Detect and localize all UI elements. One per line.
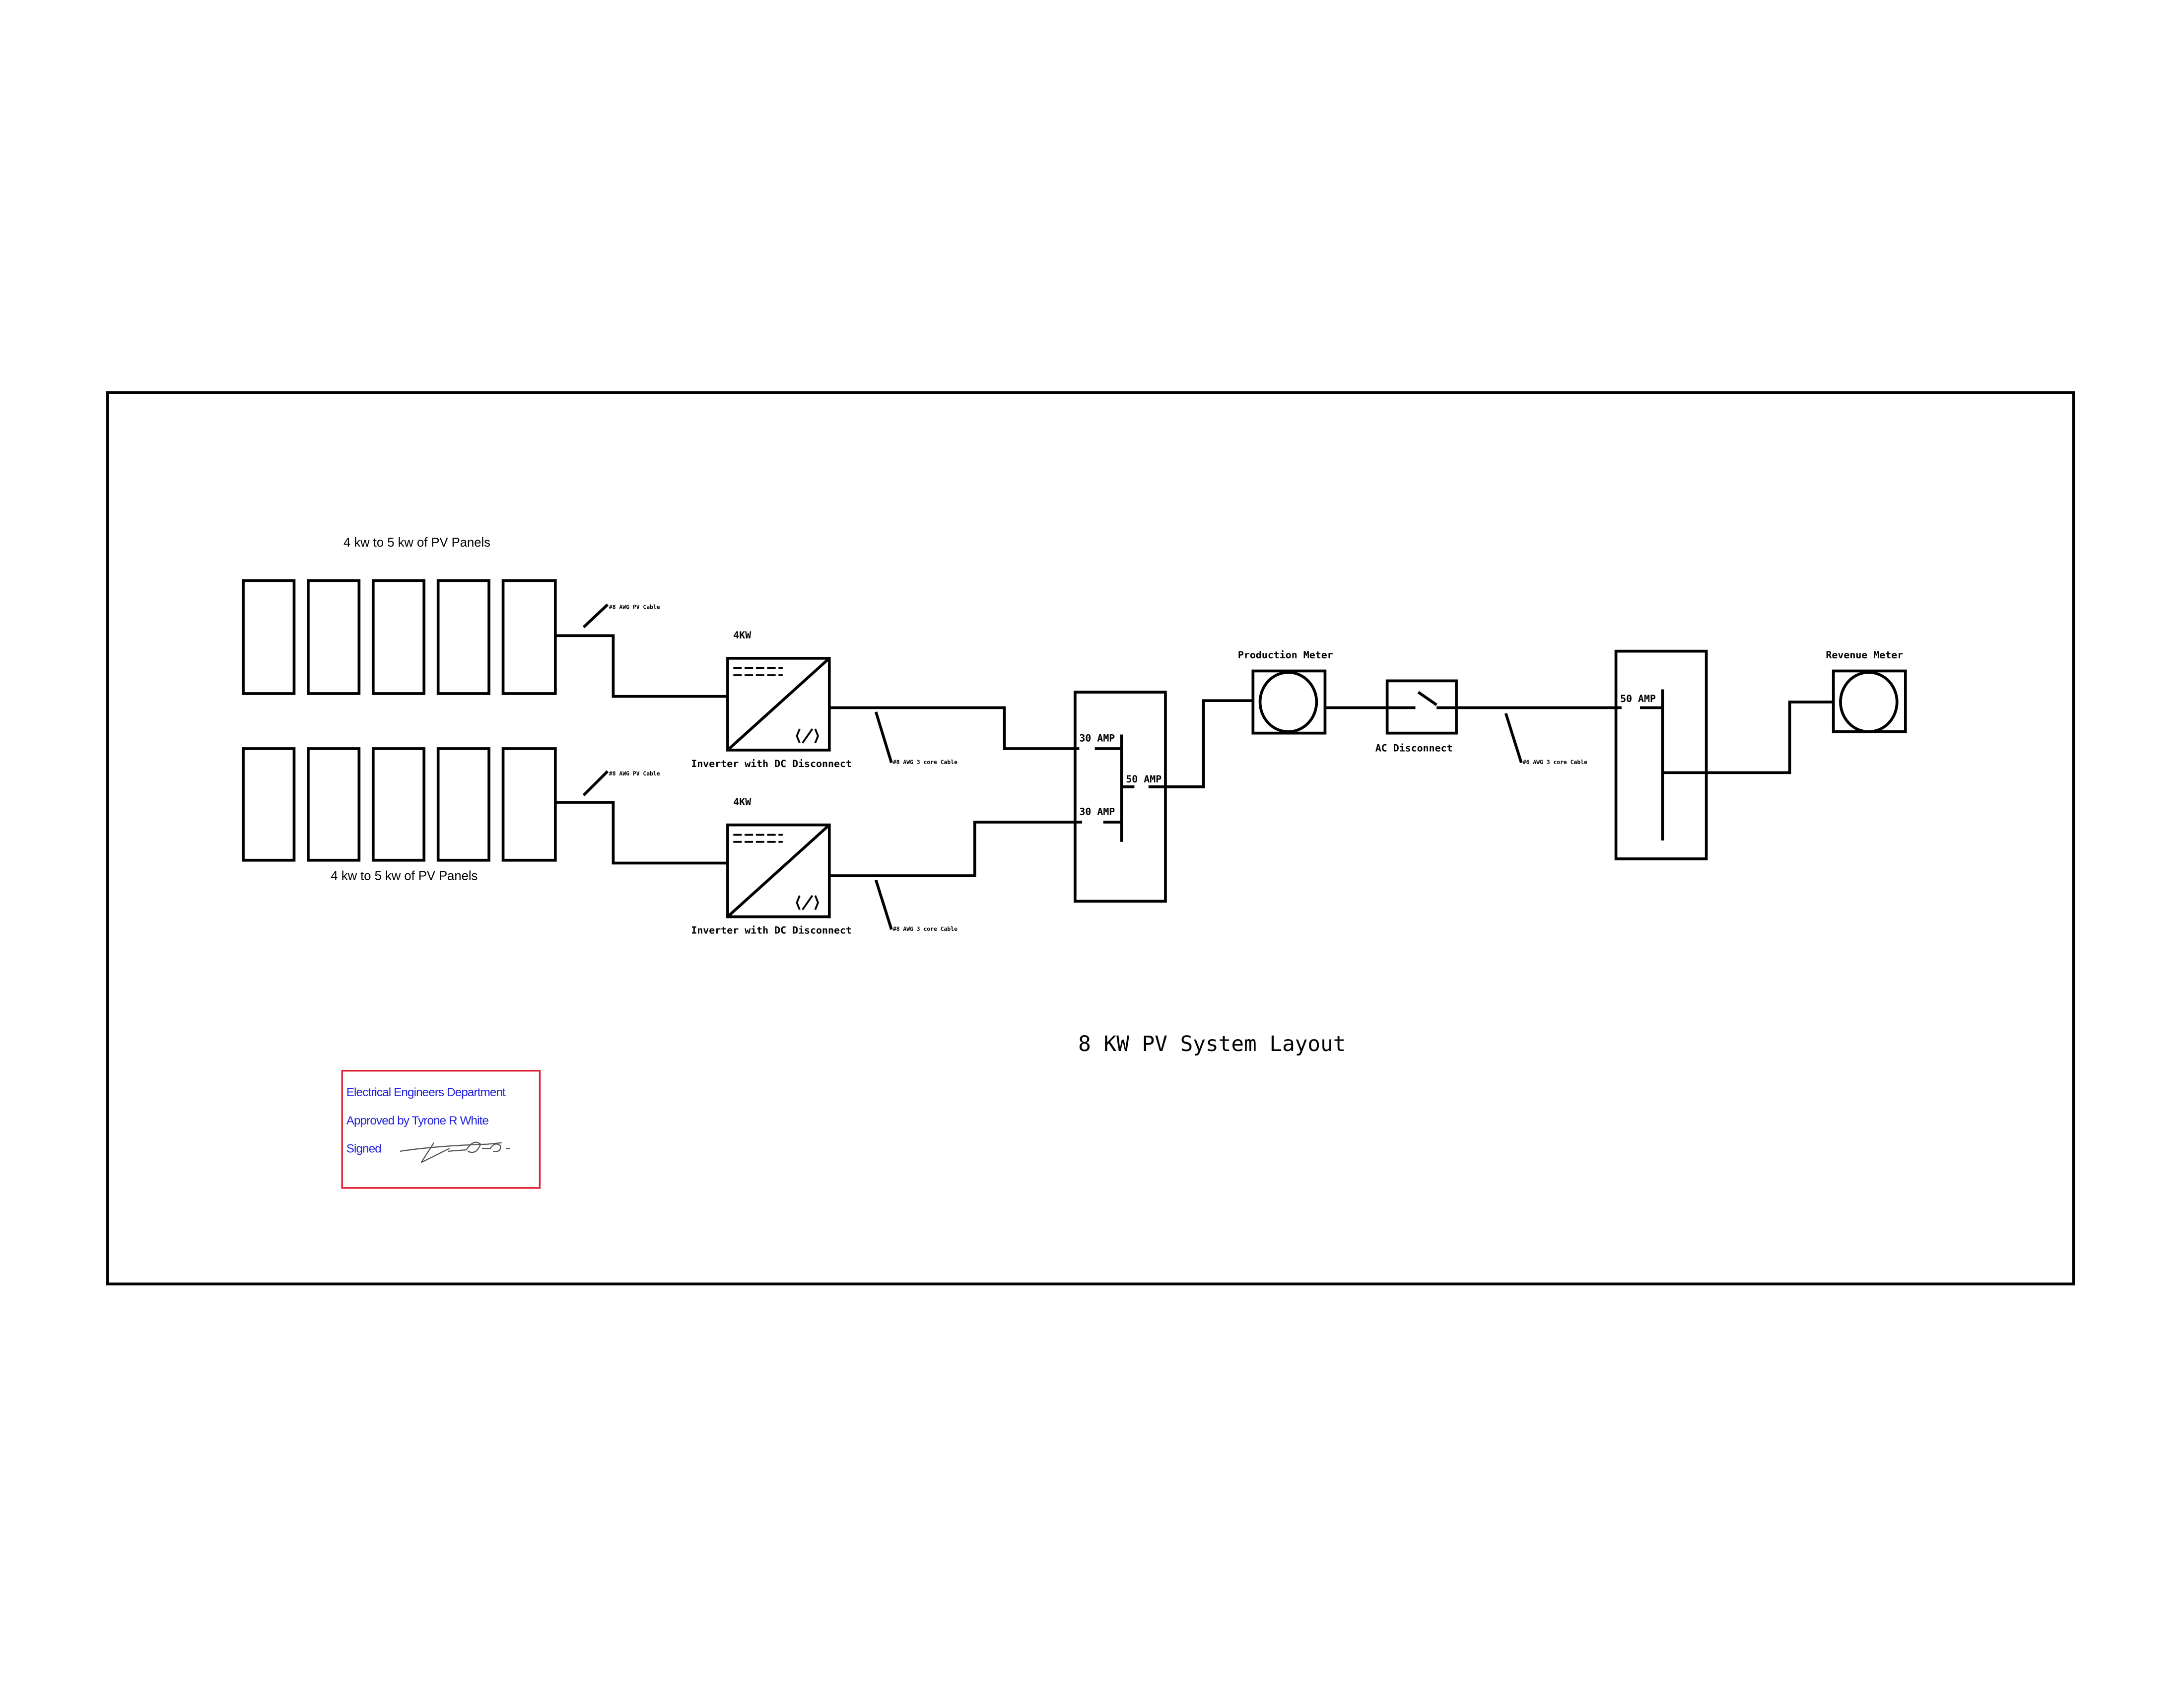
pv-array-bottom: 4 kw to 5 kw of PV Panels #8 AWG PV Cabl…: [242, 747, 728, 883]
stamp-signed: Signed: [346, 1142, 381, 1156]
cable-leader: [1504, 712, 1523, 764]
diagram-title: 8 KW PV System Layout: [1078, 1032, 1346, 1056]
meter-label: Production Meter: [1238, 649, 1333, 661]
stamp-department: Electrical Engineers Department: [346, 1086, 506, 1099]
inverter-label: Inverter with DC Disconnect: [691, 758, 852, 770]
cable-label: #8 AWG 3 core Cable: [893, 759, 957, 766]
inverter-label: Inverter with DC Disconnect: [691, 925, 852, 936]
pv-panel: [436, 579, 490, 695]
ac-sine-icon: [796, 895, 819, 911]
breaker-label: 30 AMP: [1079, 806, 1115, 818]
meter-box: [1251, 669, 1327, 735]
pv-array-top: 4 kw to 5 kw of PV Panels #8 AWG PV Cabl…: [242, 536, 728, 698]
meter-dial-icon: [1258, 671, 1318, 733]
panel-box: [1074, 691, 1167, 903]
cable-label: #8 AWG PV Cable: [609, 770, 660, 777]
stamp-border: [341, 1069, 541, 1189]
panel-box: [1614, 649, 1708, 860]
pv-panel: [242, 579, 296, 695]
inverter-rating: 4KW: [733, 630, 751, 641]
cable-leader: [582, 770, 609, 796]
pv-panel: [307, 579, 361, 695]
inverter-box: [726, 823, 831, 918]
breaker-label: 50 AMP: [1620, 693, 1656, 704]
breaker-label: 30 AMP: [1079, 733, 1115, 744]
approval-stamp: Electrical Engineers Department Approved…: [341, 1069, 541, 1189]
inverter-top: 4KW Inverter with DC Disconnect #8 AWG 3…: [691, 630, 1080, 770]
meter-label: Revenue Meter: [1826, 649, 1903, 661]
inverter-box: [726, 657, 831, 752]
drawing-border: [106, 391, 2075, 1286]
pv-array-label: 4 kw to 5 kw of PV Panels: [343, 536, 490, 550]
meter-dial-icon: [1839, 671, 1899, 733]
disconnect-label: AC Disconnect: [1375, 743, 1453, 754]
revenue-meter: Revenue Meter: [1826, 649, 1907, 733]
cable-label: #8 AWG 3 core Cable: [893, 925, 957, 932]
inverter-diagonal: [727, 824, 830, 918]
main-panel: 50 AMP: [1614, 649, 1834, 860]
stamp-approved-by: Approved by Tyrone R White: [346, 1114, 489, 1127]
pv-panel: [307, 747, 361, 862]
main-breaker-label: 50 AMP: [1126, 774, 1161, 785]
cable-label: #8 AWG PV Cable: [609, 603, 660, 610]
ac-disconnect: AC Disconnect #6 AWG 3 core Cable: [1375, 679, 1622, 766]
pv-array-label: 4 kw to 5 kw of PV Panels: [331, 869, 478, 883]
cable-label: #6 AWG 3 core Cable: [1523, 759, 1587, 766]
inverter-bottom: 4KW Inverter with DC Disconnect #8 AWG 3…: [691, 796, 1083, 936]
inverter-rating: 4KW: [733, 796, 751, 808]
production-meter: Production Meter: [1238, 649, 1387, 735]
ac-sine-icon: [796, 728, 819, 744]
meter-box: [1832, 669, 1907, 733]
cable-leader: [874, 879, 893, 930]
pv-panel: [436, 747, 490, 862]
inverter-diagonal: [727, 657, 830, 751]
combiner-panel: 30 AMP 30 AMP 50 AMP: [1074, 691, 1253, 903]
switch-blade-icon: [1417, 691, 1437, 706]
cable-leader: [582, 603, 609, 629]
pv-panel: [501, 747, 557, 862]
dc-wire: [555, 801, 728, 865]
pv-panel: [371, 579, 426, 695]
pv-panel: [501, 579, 557, 695]
ac-wire: [1148, 699, 1253, 788]
ac-wire: [1662, 701, 1834, 774]
ac-wire: [829, 706, 1080, 750]
dc-wire: [555, 634, 728, 698]
cable-leader: [874, 711, 893, 764]
ac-wire: [829, 821, 1083, 877]
signature-icon: [400, 1141, 510, 1163]
pv-panel: [242, 747, 296, 862]
pv-panel: [371, 747, 426, 862]
